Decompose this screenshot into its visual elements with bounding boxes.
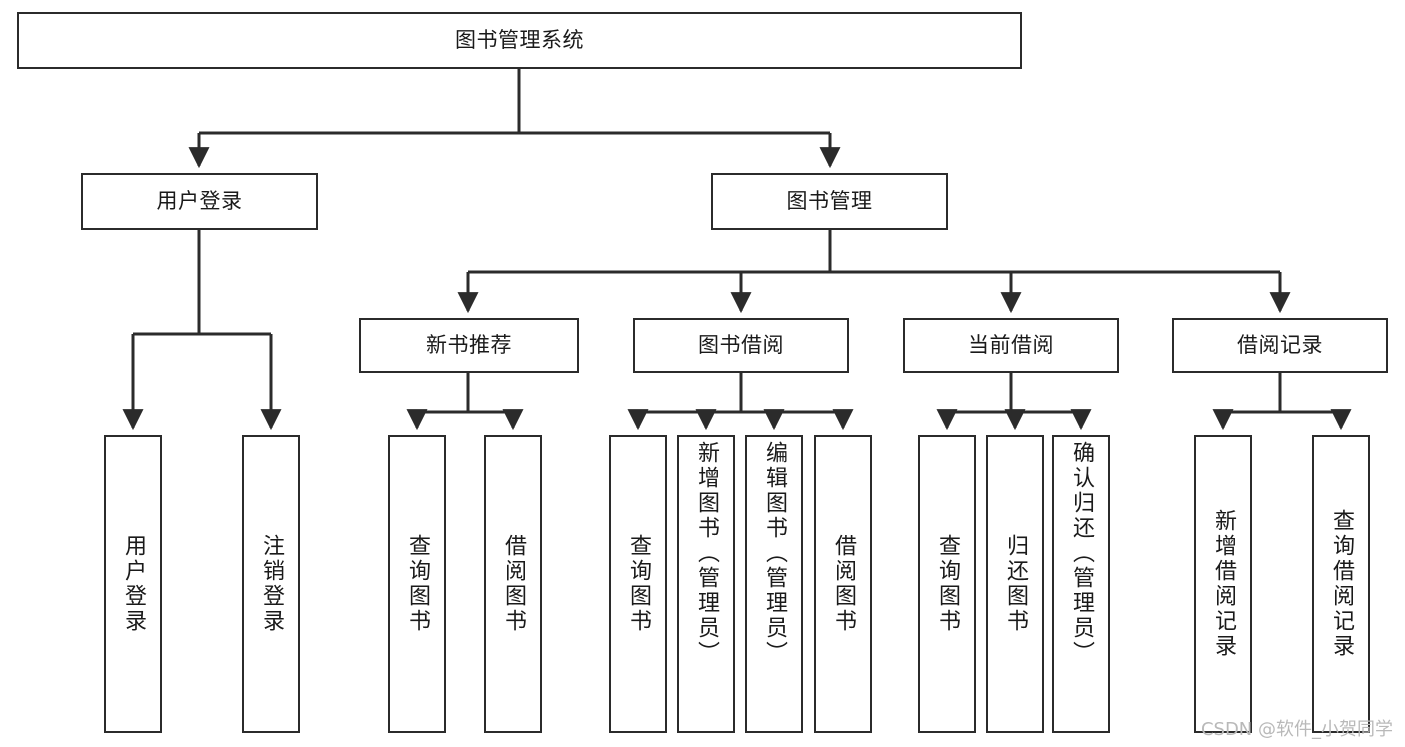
- node-root[interactable]: 图书管理系统: [17, 12, 1022, 69]
- node-user-login-label: 用户登录: [156, 189, 243, 214]
- node-leaf-edit-book-admin-label: 编辑图书（管理员）: [762, 441, 787, 666]
- node-leaf-edit-book-admin[interactable]: 编辑图书（管理员）: [745, 435, 803, 733]
- node-leaf-return-book[interactable]: 归还图书: [986, 435, 1044, 733]
- node-borrow-record-label: 借阅记录: [1237, 333, 1323, 358]
- node-new-book-recommend-label: 新书推荐: [426, 333, 512, 358]
- node-leaf-add-book-admin[interactable]: 新增图书（管理员）: [677, 435, 735, 733]
- node-borrow-record[interactable]: 借阅记录: [1172, 318, 1388, 373]
- node-book-management-label: 图书管理: [786, 189, 873, 214]
- node-leaf-borrow-book-rec-label: 借阅图书: [501, 534, 526, 634]
- node-leaf-query-book-cur[interactable]: 查询图书: [918, 435, 976, 733]
- node-leaf-query-borrow-rec[interactable]: 查询借阅记录: [1312, 435, 1370, 733]
- node-leaf-borrow-book-rec[interactable]: 借阅图书: [484, 435, 542, 733]
- node-leaf-query-book-rec-label: 查询图书: [405, 534, 430, 634]
- node-leaf-confirm-return[interactable]: 确认归还（管理员）: [1052, 435, 1110, 733]
- node-leaf-query-book-rec[interactable]: 查询图书: [388, 435, 446, 733]
- node-leaf-user-login[interactable]: 用户登录: [104, 435, 162, 733]
- node-leaf-add-borrow-record[interactable]: 新增借阅记录: [1194, 435, 1252, 733]
- node-leaf-user-login-label: 用户登录: [121, 534, 146, 634]
- node-leaf-add-book-admin-label: 新增图书（管理员）: [694, 441, 719, 666]
- node-root-label: 图书管理系统: [455, 28, 584, 53]
- node-leaf-query-book-cur-label: 查询图书: [935, 534, 960, 634]
- node-leaf-borrow-book-brw-label: 借阅图书: [831, 534, 856, 634]
- node-book-management[interactable]: 图书管理: [711, 173, 948, 230]
- node-leaf-query-borrow-rec-label: 查询借阅记录: [1329, 509, 1354, 659]
- node-leaf-confirm-return-label: 确认归还（管理员）: [1069, 441, 1094, 666]
- node-current-borrow[interactable]: 当前借阅: [903, 318, 1119, 373]
- node-book-borrow-label: 图书借阅: [698, 333, 784, 358]
- watermark: CSDN @软件_小贺同学: [1200, 719, 1393, 740]
- node-leaf-return-book-label: 归还图书: [1003, 534, 1028, 634]
- node-current-borrow-label: 当前借阅: [968, 333, 1054, 358]
- node-leaf-query-book-brw-label: 查询图书: [626, 534, 651, 634]
- node-leaf-logout-login[interactable]: 注销登录: [242, 435, 300, 733]
- node-book-borrow[interactable]: 图书借阅: [633, 318, 849, 373]
- node-new-book-recommend[interactable]: 新书推荐: [359, 318, 579, 373]
- node-user-login[interactable]: 用户登录: [81, 173, 318, 230]
- node-leaf-query-book-brw[interactable]: 查询图书: [609, 435, 667, 733]
- node-leaf-borrow-book-brw[interactable]: 借阅图书: [814, 435, 872, 733]
- node-leaf-add-borrow-record-label: 新增借阅记录: [1211, 509, 1236, 659]
- node-leaf-logout-login-label: 注销登录: [259, 534, 284, 634]
